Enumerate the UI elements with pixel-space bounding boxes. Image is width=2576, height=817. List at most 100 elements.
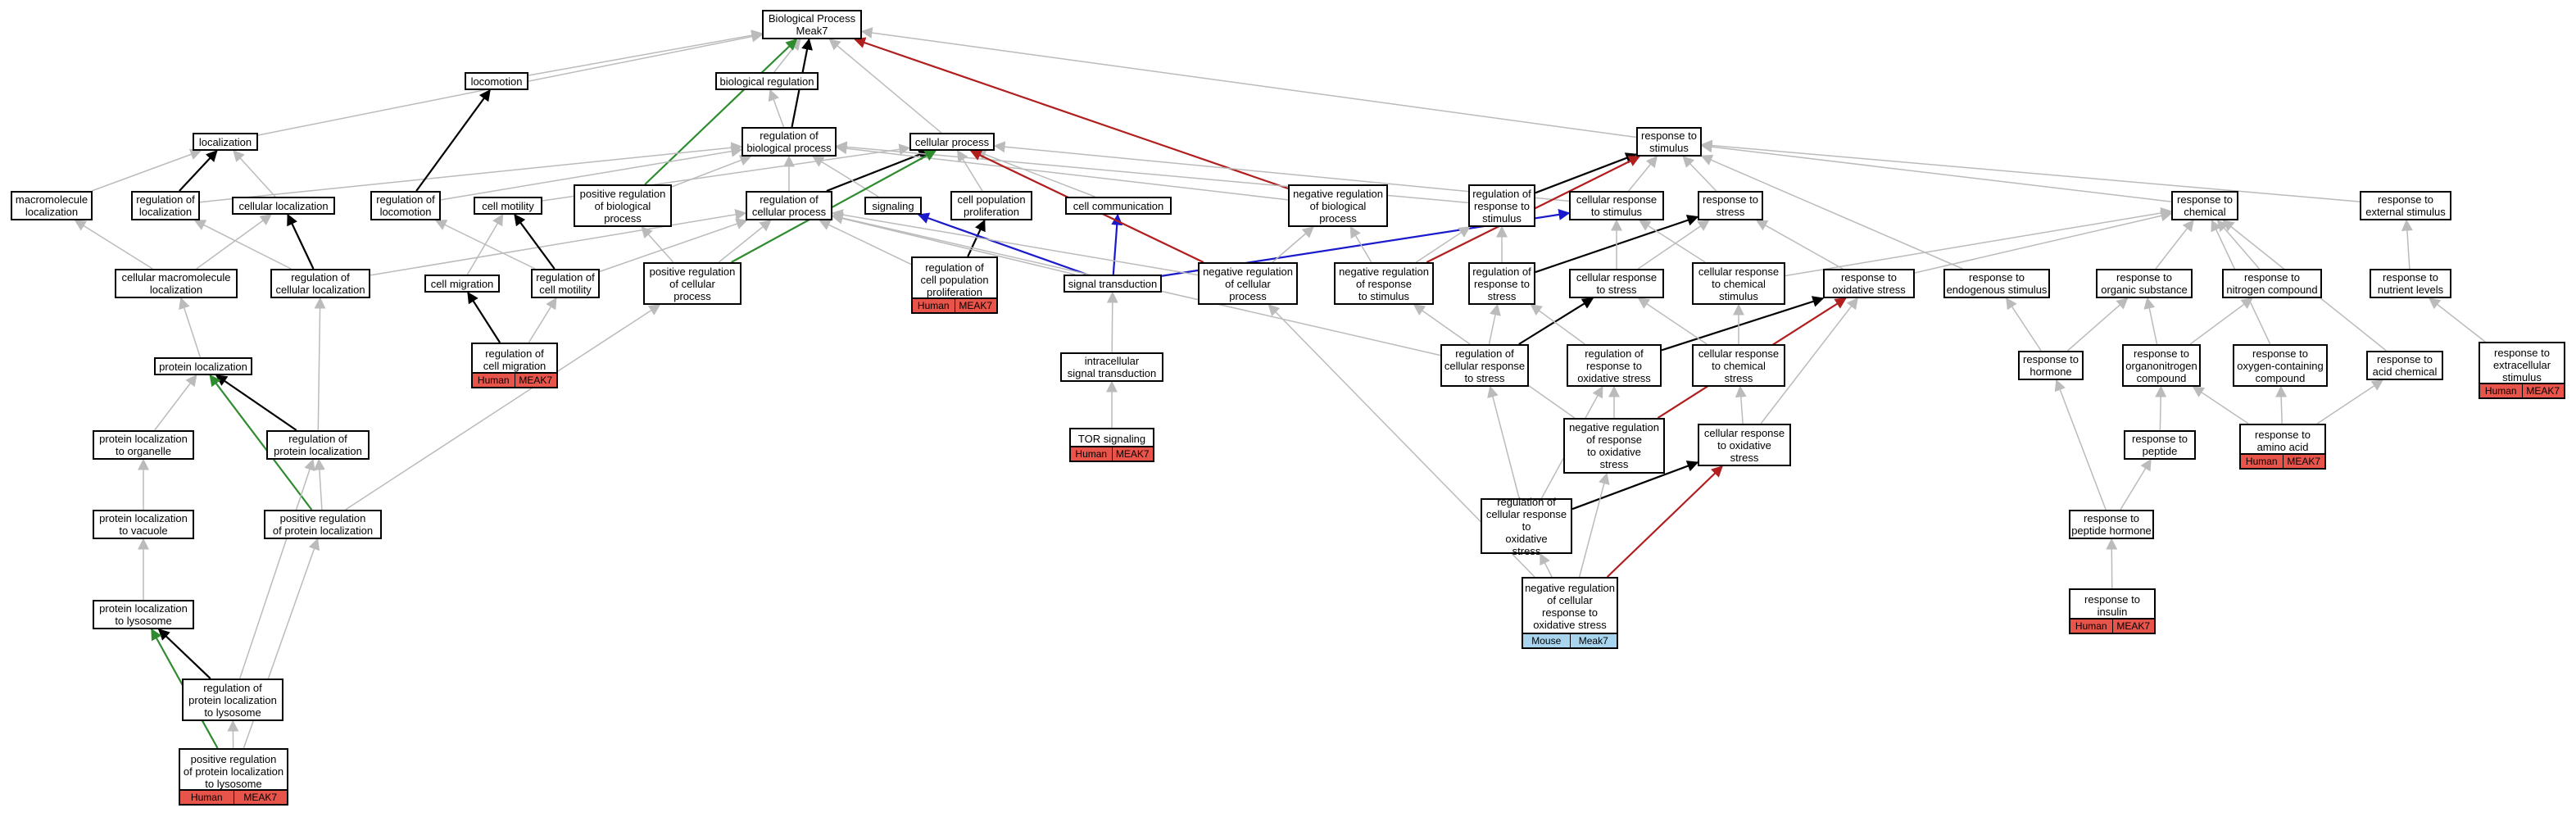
node-cellular-localization[interactable]: cellular localization	[232, 197, 335, 215]
node-cell-motility[interactable]: cell motility	[474, 197, 542, 215]
node-regulation-of-cell-motility[interactable]: regulation of cell motility	[531, 269, 600, 298]
node-negative-regulation-of-response-to-stimulus[interactable]: negative regulation of response to stimu…	[1334, 262, 1434, 305]
node-negative-regulation-of-cellular-response-to-oxidative-stress[interactable]: negative regulation of cellular response…	[1522, 577, 1618, 649]
node-signaling[interactable]: signaling	[864, 197, 922, 215]
node-label: response to peptide hormone	[2071, 512, 2152, 537]
node-regulation-of-cellular-response-to-stress[interactable]: regulation of cellular response to stres…	[1440, 344, 1529, 387]
edge-regcellmig-to-regcellmot	[528, 297, 557, 343]
edge-respamino-to-respoxy	[2275, 385, 2288, 424]
node-negative-regulation-of-response-to-oxidative-stress[interactable]: negative regulation of response to oxida…	[1563, 418, 1665, 474]
node-response-to-stress[interactable]: response to stress	[1698, 191, 1763, 220]
node-cellular-macromolecule-localization[interactable]: cellular macromolecule localization	[115, 269, 238, 298]
node-cellular-response-to-stimulus[interactable]: cellular response to stimulus	[1569, 191, 1664, 220]
node-biological-regulation[interactable]: biological regulation	[715, 72, 819, 90]
edge-posregbp-to-bp	[644, 39, 798, 185]
node-regulation-of-localization[interactable]: regulation of localization	[131, 191, 200, 220]
node-response-to-hormone[interactable]: response to hormone	[2018, 351, 2084, 380]
edge-cellcomm-to-cellproc	[974, 148, 1095, 197]
node-protein-localization-to-vacuole[interactable]: protein localization to vacuole	[93, 510, 194, 539]
node-cell-migration[interactable]: cell migration	[424, 275, 500, 293]
node-positive-regulation-of-biological-process[interactable]: positive regulation of biological proces…	[574, 184, 672, 227]
edge-posregcp-to-cellproc	[731, 150, 937, 263]
edge-regrespox-to-respox	[1661, 296, 1825, 352]
node-regulation-of-cellular-localization[interactable]: regulation of cellular localization	[270, 269, 370, 298]
node-response-to-external-stimulus[interactable]: response to external stimulus	[2360, 191, 2451, 220]
node-regulation-of-biological-process[interactable]: regulation of biological process	[742, 127, 837, 157]
node-label: cellular process	[914, 135, 990, 148]
node-localization[interactable]: localization	[193, 133, 258, 151]
node-regulation-of-response-to-stress[interactable]: regulation of response to stress	[1468, 262, 1535, 305]
node-positive-regulation-of-protein-localization-to-lysosome[interactable]: positive regulation of protein localizat…	[179, 748, 288, 806]
node-response-to-endogenous-stimulus[interactable]: response to endogenous stimulus	[1943, 269, 2050, 298]
edge-regprotloclys-to-protloclys	[157, 629, 211, 679]
node-response-to-nutrient-levels[interactable]: response to nutrient levels	[2370, 269, 2451, 298]
node-cellular-response-to-stress[interactable]: cellular response to stress	[1569, 269, 1664, 298]
node-regulation-of-cellular-response-to-oxidative-stress[interactable]: regulation of cellular response to oxida…	[1481, 496, 1572, 557]
species-tag: Human	[2480, 384, 2523, 397]
node-response-to-oxidative-stress[interactable]: response to oxidative stress	[1823, 269, 1915, 298]
node-positive-regulation-of-protein-localization[interactable]: positive regulation of protein localizat…	[264, 510, 382, 539]
species-tag: Human	[473, 374, 515, 387]
species-tag: Human	[913, 299, 955, 312]
node-macromolecule-localization[interactable]: macromolecule localization	[11, 191, 93, 220]
node-response-to-organonitrogen-compound[interactable]: response to organonitrogen compound	[2122, 344, 2201, 387]
node-regulation-of-locomotion[interactable]: regulation of locomotion	[370, 191, 441, 220]
edge-regcellloc-to-regloc	[193, 220, 292, 270]
node-cellular-process[interactable]: cellular process	[909, 133, 995, 151]
node-cell-communication[interactable]: cell communication	[1065, 197, 1172, 215]
edge-resppephorm-to-resppep	[2120, 458, 2152, 511]
node-response-to-stimulus[interactable]: response to stimulus	[1636, 127, 1702, 157]
node-positive-regulation-of-cellular-process[interactable]: positive regulation of cellular process	[643, 262, 742, 305]
edge-respamino-to-respacid	[2316, 379, 2384, 424]
node-regulation-of-cellular-process[interactable]: regulation of cellular process	[746, 191, 832, 220]
node-response-to-organic-substance[interactable]: response to organic substance	[2096, 269, 2193, 298]
node-biological-process-root[interactable]: Biological Process Meak7	[762, 10, 862, 39]
node-cellular-response-to-oxidative-stress[interactable]: cellular response to oxidative stress	[1698, 424, 1791, 466]
node-protein-localization[interactable]: protein localization	[154, 357, 252, 375]
edge-regprotloc-to-protloc	[215, 374, 297, 431]
edge-regcpp-to-regcp	[819, 220, 912, 266]
node-regulation-of-response-to-stimulus[interactable]: regulation of response to stimulus	[1468, 184, 1535, 227]
node-label: regulation of protein localization	[274, 433, 362, 457]
node-response-to-peptide-hormone[interactable]: response to peptide hormone	[2069, 510, 2154, 539]
node-cell-population-proliferation[interactable]: cell population proliferation	[950, 191, 1032, 220]
node-protein-localization-to-lysosome[interactable]: protein localization to lysosome	[93, 600, 194, 629]
node-label: regulation of cell population proliferat…	[920, 261, 989, 298]
node-negative-regulation-of-cellular-process[interactable]: negative regulation of cellular process	[1198, 262, 1298, 305]
node-cellular-response-to-chemical-stress[interactable]: cellular response to chemical stress	[1692, 344, 1785, 387]
edge-regprotloclys-to-regprotloc	[238, 458, 315, 679]
node-response-to-nitrogen-compound[interactable]: response to nitrogen compound	[2222, 269, 2322, 298]
edge-negregcellrespox-to-regcellrespox	[1540, 552, 1553, 578]
node-signal-transduction[interactable]: signal transduction	[1064, 275, 1162, 293]
edge-cellrespchem-to-respchem	[1785, 207, 2173, 277]
node-label: response to amino acid	[2255, 429, 2311, 453]
edge-regcellmot-to-regloco	[434, 220, 536, 270]
node-response-to-oxygen-containing-compound[interactable]: response to oxygen-containing compound	[2233, 344, 2328, 387]
node-label: response to endogenous stimulus	[1946, 271, 2048, 296]
node-regulation-of-protein-localization-to-lysosome[interactable]: regulation of protein localization to ly…	[182, 679, 283, 721]
node-response-to-acid-chemical[interactable]: response to acid chemical	[2366, 351, 2443, 380]
node-regulation-of-protein-localization[interactable]: regulation of protein localization	[266, 430, 370, 460]
node-response-to-chemical[interactable]: response to chemical	[2171, 191, 2238, 220]
edge-resphorm-to-respendo	[2006, 297, 2042, 352]
node-regulation-of-cell-population-proliferation[interactable]: regulation of cell population proliferat…	[911, 256, 998, 314]
node-regulation-of-response-to-oxidative-stress[interactable]: regulation of response to oxidative stre…	[1567, 344, 1662, 387]
node-label: cellular response to oxidative stress	[1703, 426, 1785, 464]
edge-signaling-to-regbp	[812, 156, 879, 197]
edge-cellmacroloc-to-cellloc	[196, 214, 272, 270]
node-protein-localization-to-organelle[interactable]: protein localization to organelle	[93, 430, 194, 460]
node-label: macromolecule localization	[15, 193, 88, 218]
node-response-to-peptide[interactable]: response to peptide	[2124, 430, 2196, 460]
node-cellular-response-to-chemical-stimulus[interactable]: cellular response to chemical stimulus	[1692, 262, 1785, 305]
node-intracellular-signal-transduction[interactable]: intracellular signal transduction	[1060, 352, 1163, 382]
node-locomotion[interactable]: locomotion	[465, 72, 528, 90]
node-label: cell migration	[430, 277, 494, 290]
node-negative-regulation-of-biological-process[interactable]: negative regulation of biological proces…	[1288, 184, 1388, 227]
node-response-to-extracellular-stimulus[interactable]: response to extracellular stimulus Human…	[2478, 342, 2565, 399]
